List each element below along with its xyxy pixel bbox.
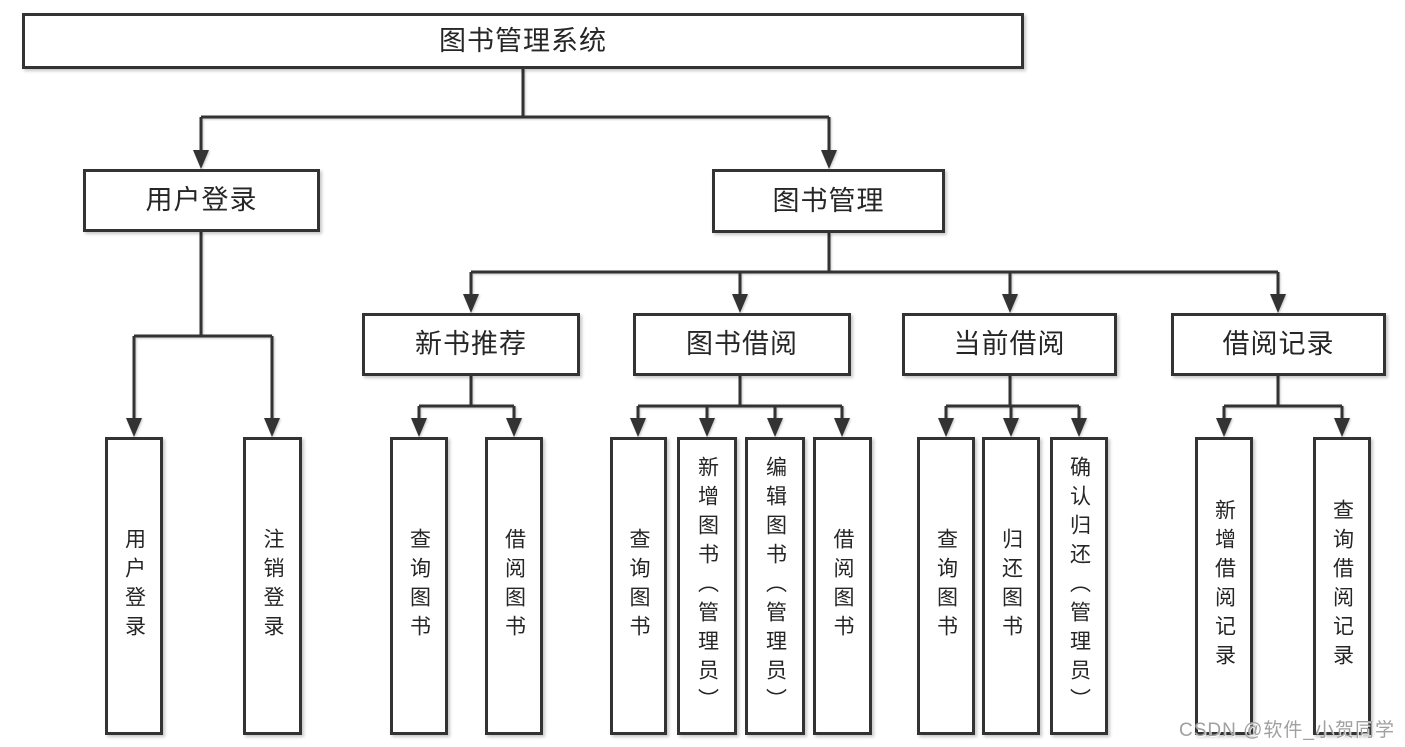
leaf-recommend-borrow-books: 借阅图书 <box>485 437 543 735</box>
node-book-borrowing-label: 图书借阅 <box>686 329 798 359</box>
node-user-login-label: 用户登录 <box>145 185 258 215</box>
node-root-system-label: 图书管理系统 <box>439 25 607 56</box>
leaf-borrowing-borrow-books: 借阅图书 <box>813 437 872 735</box>
node-new-book-recommendation: 新书推荐 <box>362 313 580 376</box>
node-current-borrowing: 当前借阅 <box>902 313 1117 376</box>
leaf-recommend-query-books-label: 查询图书 <box>407 528 431 644</box>
leaf-borrowing-query-books: 查询图书 <box>610 437 667 735</box>
leaf-current-query-books-label: 查询图书 <box>934 528 958 644</box>
node-book-borrowing: 图书借阅 <box>633 313 851 376</box>
node-root-system: 图书管理系统 <box>22 13 1024 69</box>
leaf-borrowing-borrow-books-label: 借阅图书 <box>831 528 854 644</box>
leaf-records-add-record: 新增借阅记录 <box>1195 437 1253 735</box>
leaf-recommend-borrow-books-label: 借阅图书 <box>502 528 526 644</box>
node-book-management: 图书管理 <box>712 169 945 233</box>
node-current-borrowing-label: 当前借阅 <box>953 329 1066 359</box>
node-borrowing-records-label: 借阅记录 <box>1222 329 1335 359</box>
leaf-records-query-record: 查询借阅记录 <box>1313 437 1371 735</box>
leaf-records-query-record-label: 查询借阅记录 <box>1330 499 1354 673</box>
leaf-borrowing-add-books-admin-label: 新增图书（管理员） <box>695 455 719 717</box>
leaf-borrowing-query-books-label: 查询图书 <box>627 528 650 644</box>
leaf-current-query-books: 查询图书 <box>917 437 975 735</box>
leaf-logout: 注销登录 <box>243 437 302 735</box>
leaf-current-return-books-label: 归还图书 <box>999 528 1023 644</box>
leaf-user-login-label: 用户登录 <box>122 528 146 644</box>
node-user-login: 用户登录 <box>83 169 320 232</box>
leaf-borrowing-add-books-admin: 新增图书（管理员） <box>677 437 737 735</box>
leaf-records-add-record-label: 新增借阅记录 <box>1212 499 1236 673</box>
leaf-current-return-books: 归还图书 <box>982 437 1040 735</box>
csdn-watermark: CSDN @软件_小贺同学 <box>1179 720 1395 741</box>
node-book-management-label: 图书管理 <box>772 185 885 216</box>
leaf-recommend-query-books: 查询图书 <box>390 437 448 735</box>
node-borrowing-records: 借阅记录 <box>1171 313 1386 376</box>
node-new-book-recommendation-label: 新书推荐 <box>415 329 527 359</box>
leaf-current-confirm-return-admin-label: 确认归还（管理员） <box>1067 455 1091 717</box>
connector-paths <box>132 69 1344 420</box>
arrowheads <box>126 150 1350 437</box>
leaf-current-confirm-return-admin: 确认归还（管理员） <box>1050 437 1108 735</box>
leaf-borrowing-edit-books-admin: 编辑图书（管理员） <box>745 437 805 735</box>
leaf-borrowing-edit-books-admin-label: 编辑图书（管理员） <box>763 455 787 717</box>
leaf-logout-label: 注销登录 <box>261 528 284 644</box>
leaf-user-login: 用户登录 <box>105 437 163 735</box>
